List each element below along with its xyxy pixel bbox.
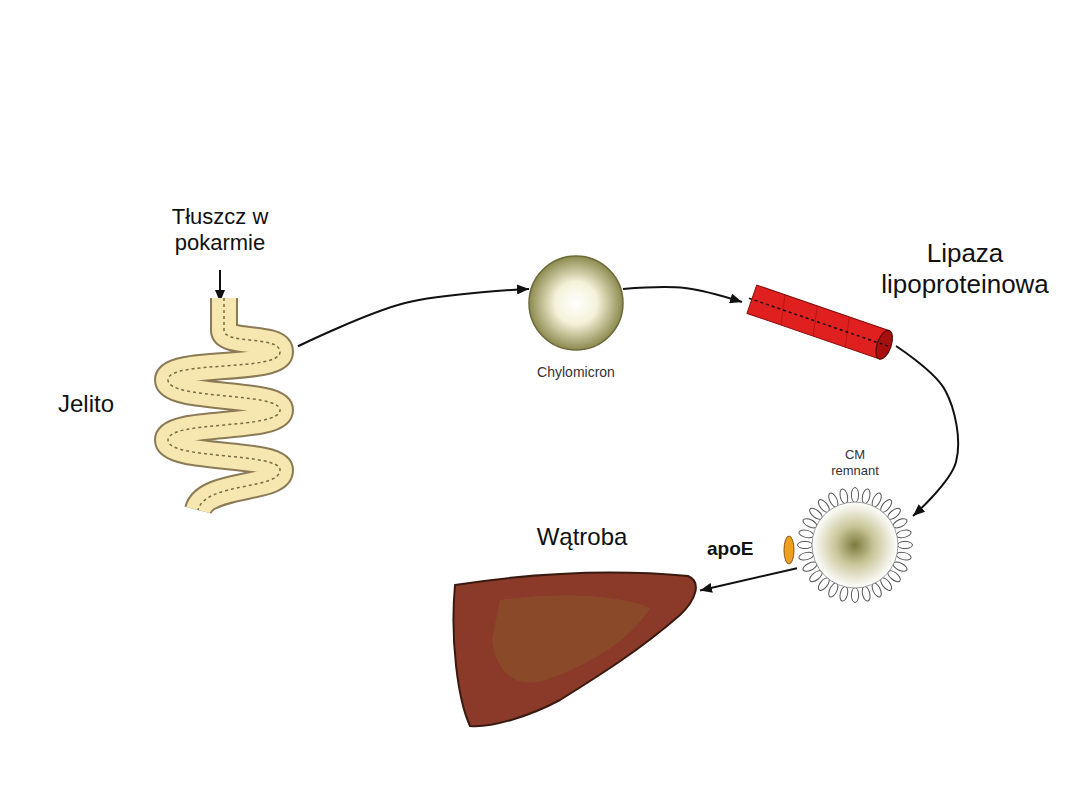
chylomicron-particle bbox=[529, 256, 623, 350]
apoe-marker bbox=[784, 536, 794, 564]
remnant-node: CM remnant bbox=[797, 487, 913, 603]
node-label: Jelito bbox=[58, 390, 114, 419]
remnant-fringe bbox=[798, 529, 814, 539]
remnant-fringe bbox=[851, 588, 858, 603]
node-shape bbox=[742, 282, 896, 362]
remnant-particle bbox=[812, 502, 898, 588]
vessel-shade bbox=[807, 306, 822, 336]
intestine-node: Jelito bbox=[50, 285, 298, 530]
chylomicron-node: Chylomicron bbox=[529, 256, 623, 350]
blood-vessel bbox=[747, 285, 889, 359]
remnant-fringe bbox=[898, 541, 913, 548]
vessel-path bbox=[749, 298, 888, 346]
node-label: Wątroba bbox=[537, 523, 628, 552]
remnant-fringe bbox=[896, 529, 912, 539]
flow-arrow bbox=[298, 289, 529, 346]
vessel-node: Lipaza lipoproteinowa bbox=[742, 282, 896, 362]
flow-arrow bbox=[623, 287, 742, 302]
remnant-fringe bbox=[839, 586, 849, 602]
intestine-outline bbox=[168, 298, 280, 510]
flow-arrow bbox=[700, 568, 797, 590]
liver-texture bbox=[492, 596, 650, 683]
vessel-opening bbox=[873, 328, 896, 361]
remnant-fringe bbox=[896, 551, 912, 561]
input-label: Tłuszcz w pokarmie bbox=[140, 204, 300, 257]
remnant-fringe bbox=[798, 551, 814, 561]
liver-node: Wątroba bbox=[445, 565, 700, 735]
node-label: CM remnant bbox=[820, 447, 890, 478]
protein-label: apoE bbox=[707, 538, 753, 561]
remnant-fringe bbox=[839, 488, 849, 504]
liver-organ bbox=[453, 573, 695, 727]
remnant-fringe bbox=[851, 488, 858, 503]
intake-arrow bbox=[219, 270, 221, 302]
remnant-fringe bbox=[798, 541, 813, 548]
remnant-fringe bbox=[861, 488, 871, 504]
intestine-tube bbox=[168, 298, 280, 510]
node-shape bbox=[445, 565, 700, 735]
node-label: Lipaza lipoproteinowa bbox=[858, 238, 1073, 300]
node-shape bbox=[797, 487, 913, 603]
intestine-lumen bbox=[168, 298, 280, 510]
remnant-fringe bbox=[861, 586, 871, 602]
node-shape bbox=[529, 256, 623, 350]
node-label: Chylomicron bbox=[537, 364, 615, 381]
flow-arrow bbox=[896, 346, 958, 516]
